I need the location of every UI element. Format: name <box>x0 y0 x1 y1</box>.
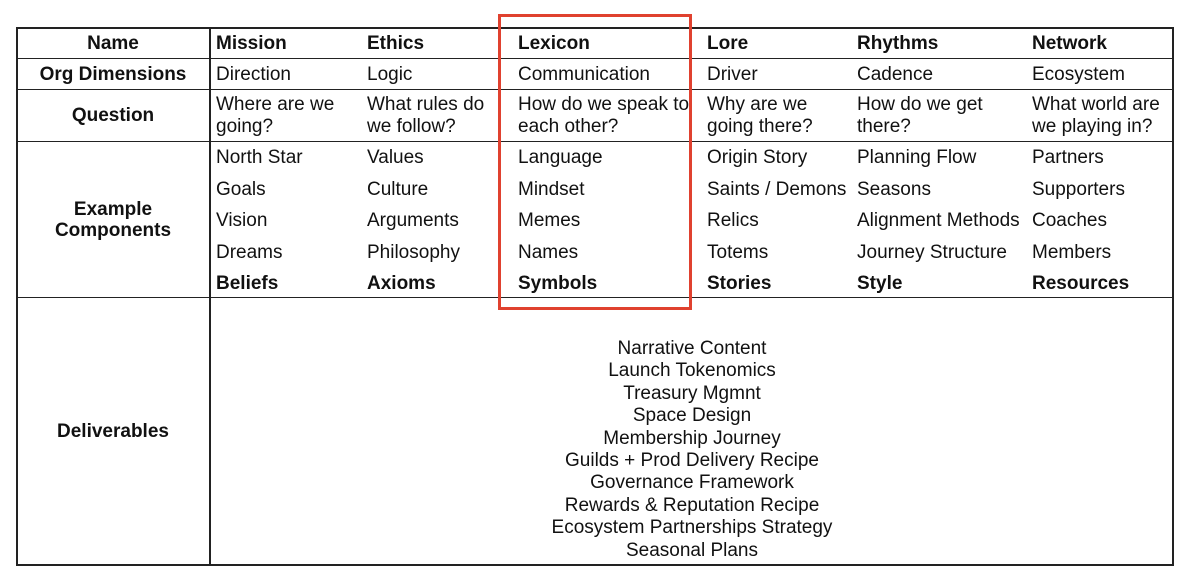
summary-cell: Style <box>857 273 903 294</box>
deliverable-item: Launch Tokenomics <box>608 360 776 382</box>
component-cell: Supporters <box>1032 179 1125 200</box>
table-border-top <box>16 27 1174 29</box>
column-header-lexicon: Lexicon <box>518 33 590 54</box>
component-cell: Members <box>1032 242 1112 263</box>
table-border-right <box>1172 27 1174 566</box>
deliverable-item: Space Design <box>632 405 752 427</box>
component-cell: North Star <box>216 147 303 168</box>
summary-cell: Stories <box>707 273 772 294</box>
question-cell-line1: What rules do <box>367 94 485 115</box>
component-cell: Vision <box>216 210 268 231</box>
component-cell: Language <box>518 147 603 168</box>
question-cell-line1: How do we speak to <box>518 94 690 115</box>
question-cell-line2: there? <box>857 116 911 137</box>
question-cell-line2: we playing in? <box>1032 116 1153 137</box>
deliverable-item: Membership Journey <box>603 427 781 449</box>
dimension-cell: Communication <box>518 64 650 85</box>
question-cell-line2: going? <box>216 116 274 137</box>
row-divider <box>16 89 1174 90</box>
component-cell: Goals <box>216 179 266 200</box>
column-header-ethics: Ethics <box>367 33 425 54</box>
component-cell: Seasons <box>857 179 931 200</box>
deliverable-item: Governance Framework <box>590 472 794 494</box>
component-cell: Philosophy <box>367 242 460 263</box>
component-cell: Coaches <box>1032 210 1107 231</box>
question-cell-line2: going there? <box>707 116 813 137</box>
row-label-deliverables: Deliverables <box>57 421 169 442</box>
question-cell-line1: How do we get <box>857 94 983 115</box>
summary-cell: Axioms <box>367 273 436 294</box>
deliverable-item: Rewards & Reputation Recipe <box>564 494 820 516</box>
deliverables-list: Narrative Content Launch Tokenomics Trea… <box>210 338 1174 562</box>
column-header-mission: Mission <box>216 33 287 54</box>
dimension-cell: Logic <box>367 64 413 85</box>
component-cell: Culture <box>367 179 429 200</box>
row-label-question: Question <box>71 105 155 126</box>
deliverable-item: Narrative Content <box>617 338 767 359</box>
component-cell: Dreams <box>216 242 283 263</box>
dimension-cell: Ecosystem <box>1032 64 1125 85</box>
row-label-name: Name <box>87 33 139 54</box>
dimension-cell: Direction <box>216 64 291 85</box>
column-header-lore: Lore <box>707 33 749 54</box>
component-cell: Values <box>367 147 424 168</box>
component-cell: Relics <box>707 210 759 231</box>
component-cell: Arguments <box>367 210 459 231</box>
table-border-bottom <box>16 564 1174 566</box>
summary-cell: Beliefs <box>216 273 279 294</box>
row-label-org-dimensions: Org Dimensions <box>39 64 187 85</box>
component-cell: Mindset <box>518 179 585 200</box>
row-divider <box>16 141 1174 142</box>
component-cell: Origin Story <box>707 147 808 168</box>
component-cell: Planning Flow <box>857 147 977 168</box>
component-cell: Totems <box>707 242 769 263</box>
label-column-divider <box>209 27 211 566</box>
table-border-left <box>16 27 18 566</box>
deliverable-item: Ecosystem Partnerships Strategy <box>551 517 833 539</box>
question-cell-line2: each other? <box>518 116 619 137</box>
dimension-cell: Cadence <box>857 64 934 85</box>
dimension-cell: Driver <box>707 64 758 85</box>
question-cell-line2: we follow? <box>367 116 456 137</box>
example-components-text: Example Components <box>54 199 172 241</box>
component-cell: Names <box>518 242 579 263</box>
deliverable-item: Seasonal Plans <box>625 539 759 561</box>
column-header-rhythms: Rhythms <box>857 33 939 54</box>
row-label-example-components: Example Components <box>16 199 210 241</box>
column-header-network: Network <box>1032 33 1107 54</box>
component-cell: Journey Structure <box>857 242 1007 263</box>
summary-cell: Resources <box>1032 273 1130 294</box>
summary-cell: Symbols <box>518 273 598 294</box>
deliverable-item: Treasury Mgmnt <box>623 382 761 404</box>
row-divider <box>16 297 1174 298</box>
question-cell-line1: Why are we <box>707 94 808 115</box>
question-cell-line1: What world are <box>1032 94 1160 115</box>
component-cell: Saints / Demons <box>707 179 847 200</box>
component-cell: Alignment Methods <box>857 210 1020 231</box>
component-cell: Memes <box>518 210 581 231</box>
row-divider <box>16 58 1174 59</box>
component-cell: Partners <box>1032 147 1104 168</box>
lexicon-highlight-box <box>498 14 692 310</box>
question-cell-line1: Where are we <box>216 94 335 115</box>
deliverable-item: Guilds + Prod Delivery Recipe <box>565 450 819 472</box>
